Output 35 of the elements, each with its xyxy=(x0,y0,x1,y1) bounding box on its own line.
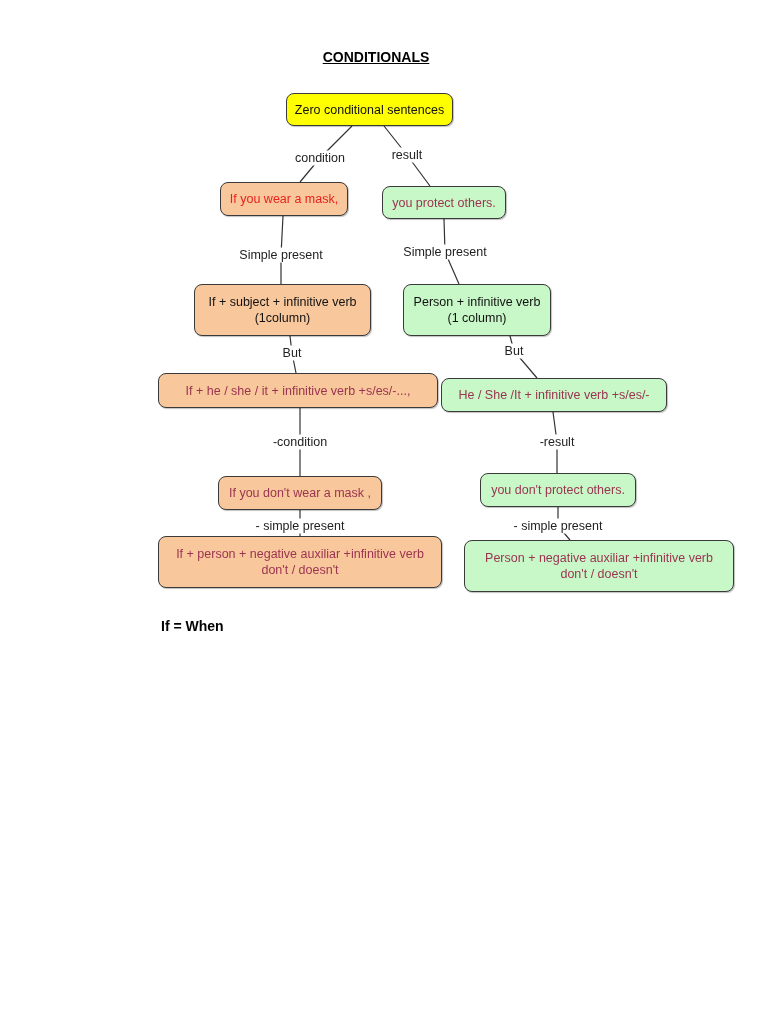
title: CONDITIONALS xyxy=(322,49,430,65)
edge-label: But xyxy=(502,343,526,359)
edge-label: result xyxy=(389,147,425,163)
node-text: He / She /It + infinitive verb +s/es/- xyxy=(458,387,650,403)
node-text: If you wear a mask, xyxy=(229,191,339,207)
edge-label: condition xyxy=(293,150,347,166)
connector-line xyxy=(509,335,538,379)
concept-box xyxy=(382,186,506,219)
concept-box xyxy=(158,536,442,588)
concept-box xyxy=(194,284,371,336)
concept-box xyxy=(403,284,551,336)
concept-box xyxy=(286,93,453,126)
edge-label: - simple present xyxy=(511,518,605,534)
concept-box xyxy=(218,476,382,510)
edge-label: -result xyxy=(537,434,577,450)
note-text: If = When xyxy=(161,618,224,634)
edge-label: -condition xyxy=(270,434,330,450)
node-text: Person + negative auxiliar +infinitive verb don't / doesn't xyxy=(484,550,714,582)
node-text: Person + infinitive verb (1 column) xyxy=(412,294,542,326)
edge-label: - simple present xyxy=(253,518,347,534)
edge-label: But xyxy=(280,345,304,361)
concept-box xyxy=(220,182,348,216)
edge-label: Simple present xyxy=(401,244,489,260)
node-text: If + he / she / it + infinitive verb +s/es/-..., xyxy=(185,382,411,399)
node-text: If + subject + infinitive verb (1column) xyxy=(207,294,358,326)
concept-box xyxy=(441,378,667,412)
edge-label: Simple present xyxy=(237,247,325,263)
concept-box xyxy=(158,373,438,408)
node-text: Zero conditional sentences xyxy=(294,101,445,118)
node-text: If + person + negative auxiliar +infinitive verb don't / doesn't xyxy=(175,546,425,578)
node-text: you don't protect others. xyxy=(491,482,625,498)
node-text: If you don't wear a mask , xyxy=(228,485,371,501)
concept-box xyxy=(480,473,636,507)
node-text: you protect others. xyxy=(392,194,496,211)
concept-box xyxy=(464,540,734,592)
